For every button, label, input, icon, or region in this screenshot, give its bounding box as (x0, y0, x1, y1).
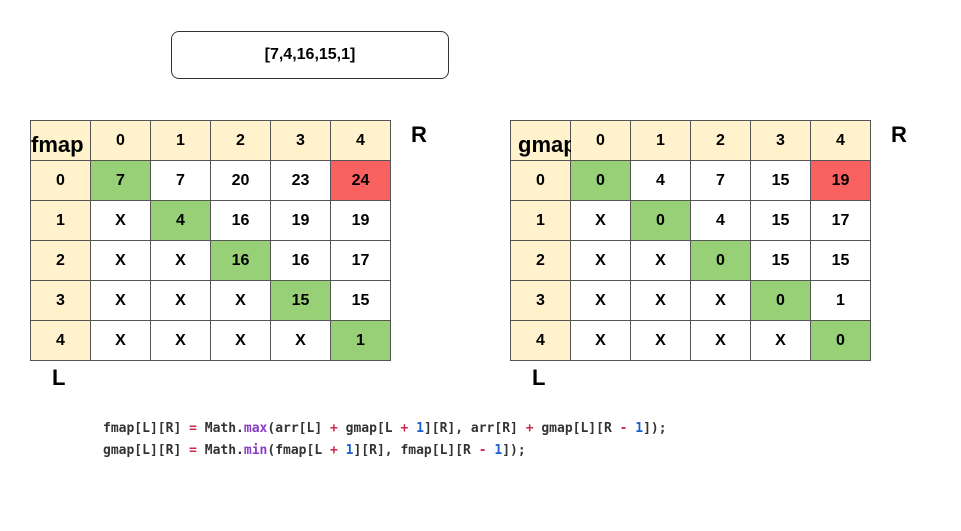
fmap-cell-4-1: X (151, 321, 211, 361)
gmap-cell-3-2: X (691, 281, 751, 321)
fmap-cell-2-0: X (91, 241, 151, 281)
gmap-cell-3-3: 0 (751, 281, 811, 321)
input-array-box: [7,4,16,15,1] (171, 31, 449, 79)
gmap-cell-1-3: 15 (751, 201, 811, 241)
fmap-cell-0-1: 7 (151, 161, 211, 201)
recurrence-code: fmap[L][R] = Math.max(arr[L] + gmap[L + … (103, 418, 667, 462)
gmap-cell-0-1: 4 (631, 161, 691, 201)
gmap-col-header-3: 3 (751, 121, 811, 161)
fmap-cell-2-1: X (151, 241, 211, 281)
gmap-col-header-2: 2 (691, 121, 751, 161)
fmap-cell-1-4: 19 (331, 201, 391, 241)
fmap-row-header-3: 3 (31, 281, 91, 321)
gmap-cell-1-2: 4 (691, 201, 751, 241)
fmap-cell-0-0: 7 (91, 161, 151, 201)
fmap-cell-2-4: 17 (331, 241, 391, 281)
fmap-col-header-2: 2 (211, 121, 271, 161)
gmap-cell-3-4: 1 (811, 281, 871, 321)
gmap-cell-3-0: X (571, 281, 631, 321)
gmap-cell-2-0: X (571, 241, 631, 281)
gmap-cell-1-0: X (571, 201, 631, 241)
fmap-cell-1-0: X (91, 201, 151, 241)
gmap-row-header-3: 3 (511, 281, 571, 321)
gmap-cell-2-1: X (631, 241, 691, 281)
gmap-cell-1-4: 17 (811, 201, 871, 241)
fmap-cell-0-3: 23 (271, 161, 331, 201)
fmap-cell-2-2: 16 (211, 241, 271, 281)
fmap-cell-4-4: 1 (331, 321, 391, 361)
fmap-recurrence-line: fmap[L][R] = Math.max(arr[L] + gmap[L + … (103, 421, 667, 436)
fmap-row-header-1: 1 (31, 201, 91, 241)
gmap-row-header-2: 2 (511, 241, 571, 281)
gmap-cell-4-2: X (691, 321, 751, 361)
gmap-cell-4-0: X (571, 321, 631, 361)
fmap-cell-0-4: 24 (331, 161, 391, 201)
fmap-l-axis-label: L (52, 365, 66, 390)
gmap-cell-0-4: 19 (811, 161, 871, 201)
gmap-cell-3-1: X (631, 281, 691, 321)
fmap-cell-3-3: 15 (271, 281, 331, 321)
fmap-cell-3-1: X (151, 281, 211, 321)
gmap-col-header-0: 0 (571, 121, 631, 161)
gmap-recurrence-line: gmap[L][R] = Math.min(fmap[L + 1][R], fm… (103, 443, 526, 458)
fmap-cell-3-4: 15 (331, 281, 391, 321)
fmap-r-axis-label: R (411, 122, 427, 147)
fmap-row-header-0: 0 (31, 161, 91, 201)
fmap-row-header-2: 2 (31, 241, 91, 281)
fmap-cell-1-2: 16 (211, 201, 271, 241)
gmap-cell-2-4: 15 (811, 241, 871, 281)
fmap-cell-4-3: X (271, 321, 331, 361)
gmap-title: gmap (511, 121, 577, 161)
gmap-row-header-4: 4 (511, 321, 571, 361)
fmap-cell-1-3: 19 (271, 201, 331, 241)
fmap-cell-4-2: X (211, 321, 271, 361)
fmap-col-header-3: 3 (271, 121, 331, 161)
fmap-cell-4-0: X (91, 321, 151, 361)
fmap-col-header-0: 0 (91, 121, 151, 161)
input-array-label: [7,4,16,15,1] (264, 46, 356, 63)
gmap-cell-0-3: 15 (751, 161, 811, 201)
gmap-cell-0-2: 7 (691, 161, 751, 201)
fmap-row-header-4: 4 (31, 321, 91, 361)
gmap-col-header-4: 4 (811, 121, 871, 161)
gmap-cell-2-2: 0 (691, 241, 751, 281)
gmap-row-header-1: 1 (511, 201, 571, 241)
gmap-cell-1-1: 0 (631, 201, 691, 241)
fmap-title: fmap (31, 121, 91, 161)
gmap-cell-4-3: X (751, 321, 811, 361)
gmap-cell-4-4: 0 (811, 321, 871, 361)
gmap-row-header-0: 0 (511, 161, 571, 201)
gmap-r-axis-label: R (891, 122, 907, 147)
fmap-cell-2-3: 16 (271, 241, 331, 281)
fmap-cell-0-2: 20 (211, 161, 271, 201)
gmap-cell-4-1: X (631, 321, 691, 361)
fmap-cell-1-1: 4 (151, 201, 211, 241)
fmap-col-header-4: 4 (331, 121, 391, 161)
gmap-cell-0-0: 0 (571, 161, 631, 201)
fmap-cell-3-0: X (91, 281, 151, 321)
gmap-col-header-1: 1 (631, 121, 691, 161)
gmap-cell-2-3: 15 (751, 241, 811, 281)
fmap-cell-3-2: X (211, 281, 271, 321)
gmap-l-axis-label: L (532, 365, 546, 390)
fmap-col-header-1: 1 (151, 121, 211, 161)
